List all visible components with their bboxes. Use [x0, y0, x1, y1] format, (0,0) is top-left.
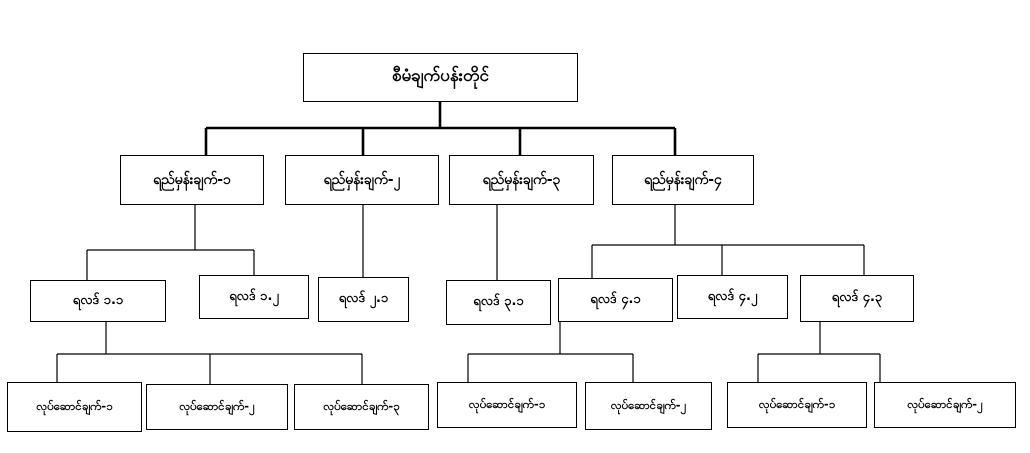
result-node: ရလဒ် ၄.၃: [800, 275, 914, 322]
goal-node: ရည်မှန်းချက်-၃: [449, 155, 594, 205]
activity-node: လုပ်ဆောင်ချက်-၁: [7, 382, 142, 432]
goal-node: ရည်မှန်းချက်-၄: [612, 155, 754, 205]
root-node: စီမံချက်ပန်းတိုင်: [303, 53, 578, 102]
activity-node: လုပ်ဆောင်ချက်-၂: [146, 384, 288, 430]
activity-node: လုပ်ဆောင်ချက်-၃: [294, 384, 429, 430]
result-node: ရလဒ် ၂.၁: [318, 277, 409, 322]
result-node: ရလဒ် ၄.၁: [558, 278, 673, 322]
goal-node: ရည်မှန်းချက်-၂: [285, 155, 439, 205]
result-node: ရလဒ် ၁.၂: [199, 275, 309, 319]
activity-node: လုပ်ဆောင်ချက်-၂: [874, 382, 1016, 428]
activity-node: လုပ်ဆောင်ချက်-၂: [585, 382, 712, 430]
activity-node: လုပ်ဆောင်ချက်-၁: [437, 382, 577, 428]
result-node: ရလဒ် ၁.၁: [30, 280, 166, 322]
goal-node: ရည်မှန်းချက်-၁: [120, 155, 264, 205]
result-node: ရလဒ် ၃.၁: [446, 280, 551, 325]
result-node: ရလဒ် ၄.၂: [677, 275, 788, 319]
activity-node: လုပ်ဆောင်ချက်-၁: [727, 382, 867, 428]
